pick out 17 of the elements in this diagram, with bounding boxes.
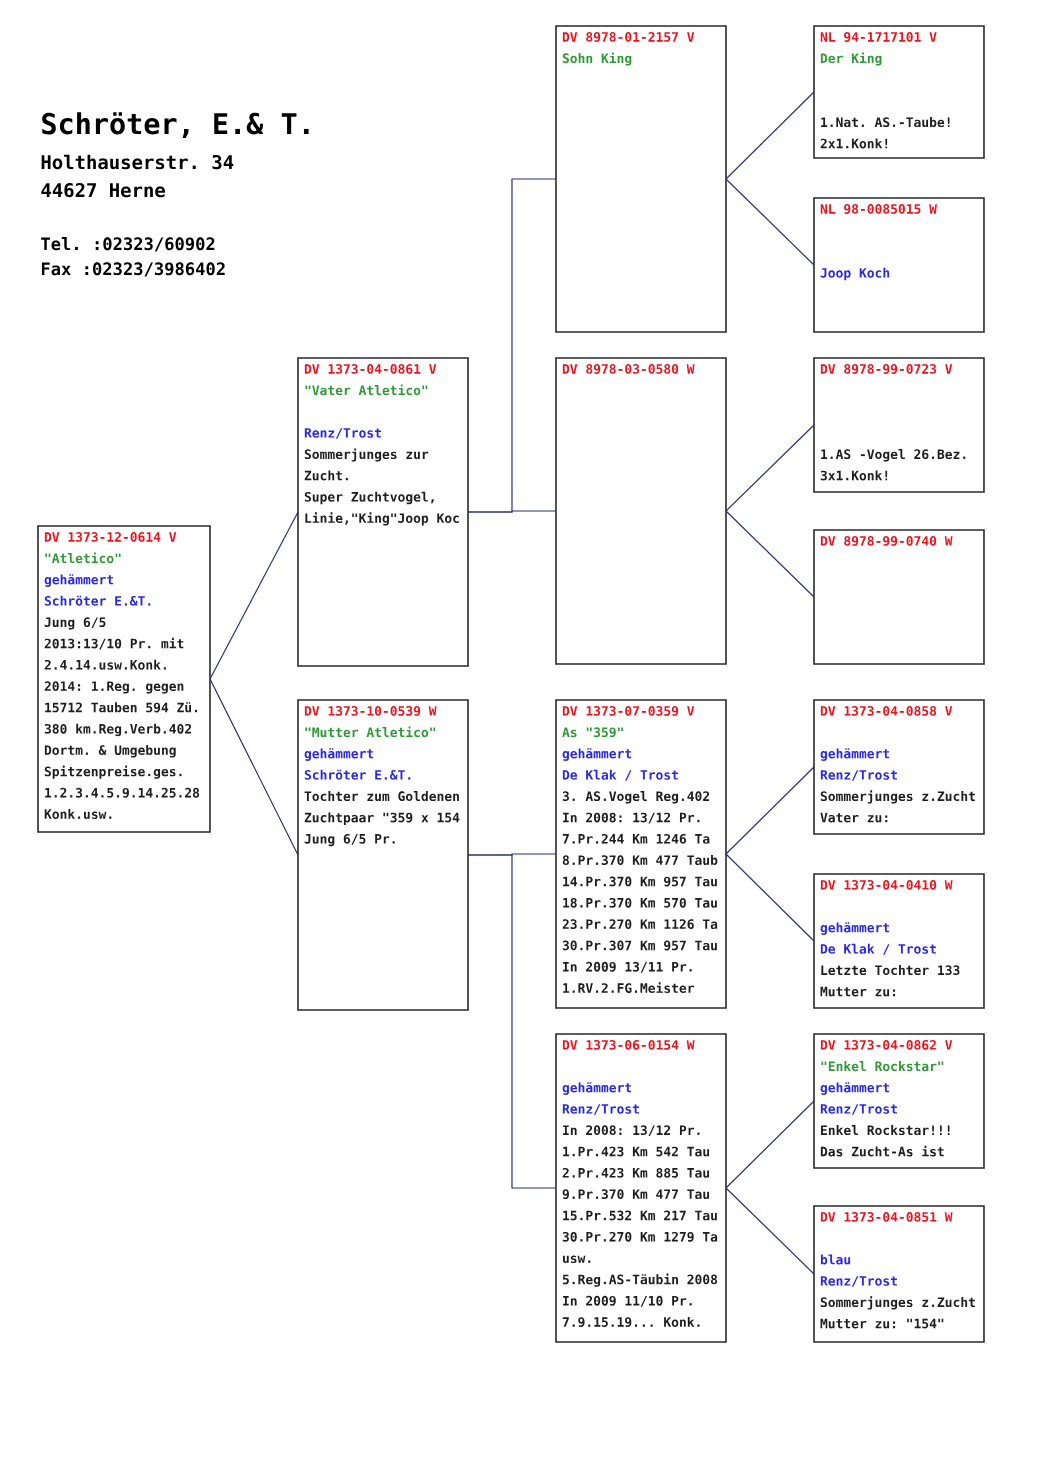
connector-line (725, 424, 815, 512)
heading: Schröter, E.& T. (42, 112, 309, 138)
phone-line: Tel. :02323/60902 (41, 237, 215, 252)
connector-line (209, 511, 299, 680)
address-line: Holthauserstr. 34 (41, 154, 234, 170)
connector-line (467, 854, 557, 1189)
connector-line (725, 91, 815, 180)
connector-line (725, 178, 815, 266)
connector-line (725, 1100, 815, 1189)
connector-line (725, 853, 815, 942)
connector-line (467, 510, 557, 513)
connector-line (725, 766, 815, 855)
connector-line (209, 678, 299, 856)
connector-line (725, 510, 815, 598)
fax-line: Fax :02323/3986402 (41, 262, 225, 277)
address-line: 44627 Herne (41, 182, 165, 198)
connector-line (725, 1187, 815, 1275)
